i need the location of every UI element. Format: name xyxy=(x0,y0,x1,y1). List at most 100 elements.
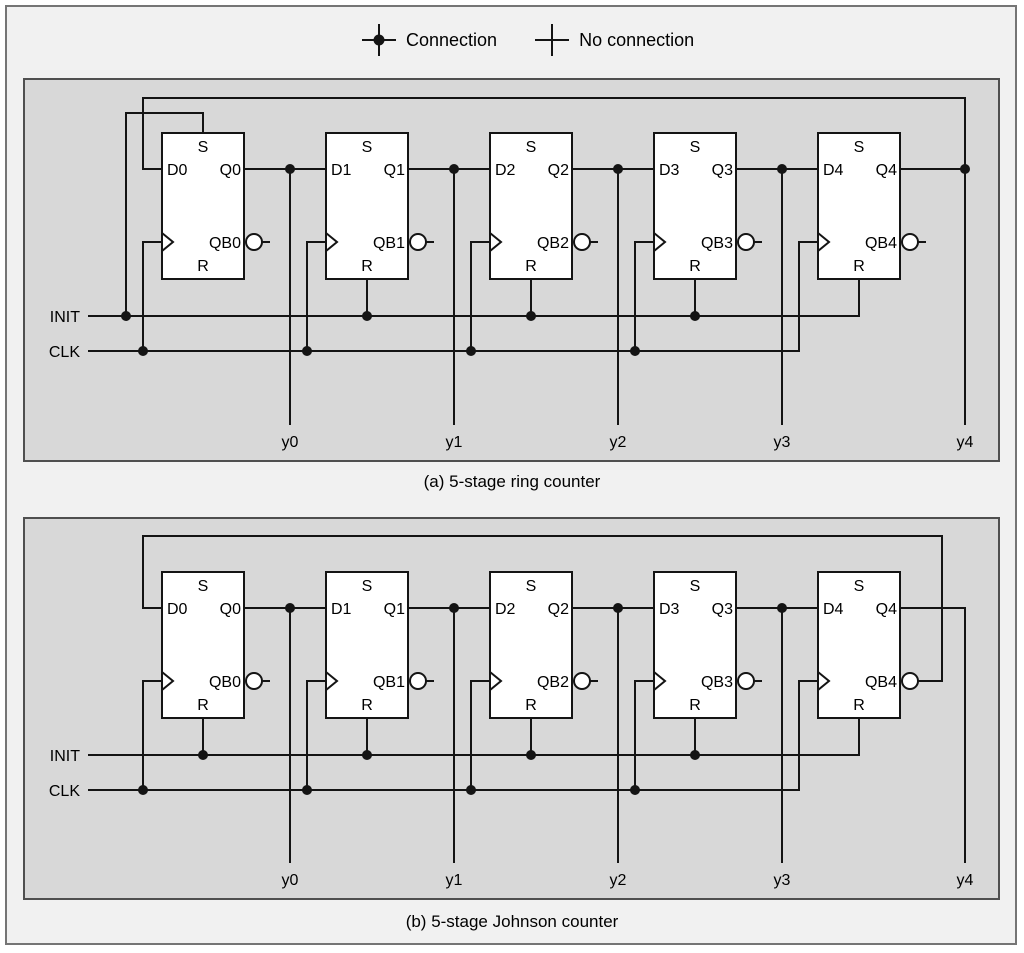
clock-edge-icon xyxy=(325,669,339,693)
connection-dot xyxy=(362,311,372,321)
qb-output-label: QB2 xyxy=(537,235,569,252)
output-label-y2: y2 xyxy=(610,434,627,451)
set-label: S xyxy=(526,139,537,156)
inverting-bubble-icon xyxy=(737,672,755,690)
qb-output-label: QB0 xyxy=(209,235,241,252)
connection-dot xyxy=(449,603,459,613)
clock-branch-wire xyxy=(634,680,654,790)
clock-edge-icon xyxy=(653,669,667,693)
connection-dot xyxy=(613,164,623,174)
flipflop-body xyxy=(489,132,573,280)
reset-label: R xyxy=(361,258,373,275)
inverting-bubble-icon xyxy=(245,233,263,251)
connection-symbol-icon xyxy=(362,24,396,56)
clock-branch-wire xyxy=(306,241,326,351)
clock-branch-wire xyxy=(470,241,490,351)
output-label-y0: y0 xyxy=(282,872,299,889)
connection-dot xyxy=(466,346,476,356)
q-output-label: Q4 xyxy=(876,601,897,618)
flipflop-body xyxy=(653,132,737,280)
flipflop-body xyxy=(161,571,245,719)
clock-branch-wire xyxy=(142,680,162,790)
set-label: S xyxy=(362,139,373,156)
d-input-label: D0 xyxy=(167,601,188,618)
connection-dot xyxy=(690,311,700,321)
d-input-label: D4 xyxy=(823,162,844,179)
connection-dot xyxy=(285,164,295,174)
flipflop-body xyxy=(817,132,901,280)
connection-dot xyxy=(302,785,312,795)
d-input-label: D2 xyxy=(495,162,516,179)
qb-output-label: QB1 xyxy=(373,674,405,691)
connection-dot xyxy=(138,785,148,795)
output-label-y0: y0 xyxy=(282,434,299,451)
reset-label: R xyxy=(689,697,701,714)
qb-output-label: QB1 xyxy=(373,235,405,252)
set-label: S xyxy=(690,578,701,595)
q4-output-wire xyxy=(900,607,966,863)
output-label-y1: y1 xyxy=(446,872,463,889)
set-label: S xyxy=(854,139,865,156)
caption-ring-counter: (a) 5-stage ring counter xyxy=(423,472,601,491)
clock-branch-wire xyxy=(634,241,654,351)
init-line xyxy=(88,718,860,756)
reset-label: R xyxy=(689,258,701,275)
connection-dot xyxy=(690,750,700,760)
inverting-bubble-icon xyxy=(409,672,427,690)
clock-edge-icon xyxy=(325,230,339,254)
connection-dot xyxy=(777,603,787,613)
flipflop-body xyxy=(325,132,409,280)
inverting-bubble-icon xyxy=(901,233,919,251)
clock-branch-wire xyxy=(470,680,490,790)
connection-dot xyxy=(777,164,787,174)
reset-label: R xyxy=(361,697,373,714)
q-output-label: Q1 xyxy=(384,601,405,618)
q-output-label: Q2 xyxy=(548,162,569,179)
clock-edge-icon xyxy=(161,230,175,254)
flipflop-body xyxy=(653,571,737,719)
inverting-bubble-icon xyxy=(573,233,591,251)
legend-label-no-connection: No connection xyxy=(579,30,695,50)
flipflop-body xyxy=(817,571,901,719)
connection-dot xyxy=(121,311,131,321)
connection-dot xyxy=(630,346,640,356)
legend-item-connection: Connection xyxy=(362,23,497,57)
connection-dot xyxy=(630,785,640,795)
q-output-label: Q4 xyxy=(876,162,897,179)
connection-dot xyxy=(198,750,208,760)
clk-label: CLK xyxy=(49,344,80,361)
connection-dot xyxy=(362,750,372,760)
q-output-label: Q3 xyxy=(712,162,733,179)
clock-edge-icon xyxy=(489,230,503,254)
reset-label: R xyxy=(853,697,865,714)
set-label: S xyxy=(362,578,373,595)
connection-dot xyxy=(526,311,536,321)
clock-branch-wire xyxy=(142,241,162,351)
inverting-bubble-icon xyxy=(573,672,591,690)
clock-edge-icon xyxy=(817,230,831,254)
clock-edge-icon xyxy=(161,669,175,693)
reset-label: R xyxy=(197,697,209,714)
connection-dot xyxy=(960,164,970,174)
q-output-label: Q2 xyxy=(548,601,569,618)
output-label-y4: y4 xyxy=(957,434,974,451)
connection-dot xyxy=(449,164,459,174)
d-input-label: D3 xyxy=(659,601,680,618)
qb-output-label: QB3 xyxy=(701,674,733,691)
inverting-bubble-icon xyxy=(737,233,755,251)
q-output-label: Q0 xyxy=(220,162,241,179)
clk-line xyxy=(88,241,818,352)
set-label: S xyxy=(690,139,701,156)
set-label: S xyxy=(854,578,865,595)
legend-item-no-connection: No connection xyxy=(535,23,694,57)
no-connection-symbol-icon xyxy=(535,24,570,56)
